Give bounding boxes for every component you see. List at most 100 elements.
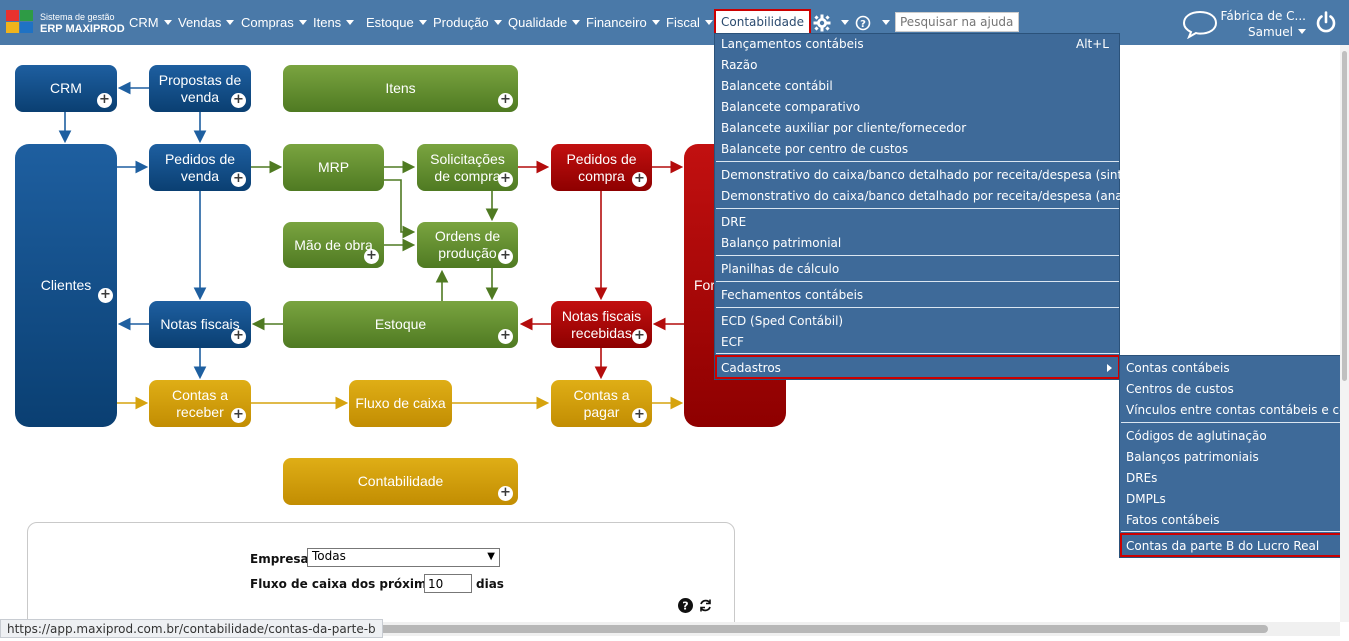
flow-estoque[interactable]: Estoque+ (283, 301, 518, 348)
menu-item-balancete-centro-custos[interactable]: Balancete por centro de custos (721, 142, 909, 156)
add-icon[interactable]: + (364, 249, 379, 264)
help-icon[interactable]: ? (855, 15, 871, 31)
flow-mrp[interactable]: MRP (283, 144, 384, 191)
scrollbar-thumb[interactable] (1342, 51, 1347, 381)
refresh-icon[interactable] (698, 598, 713, 613)
menu-item-balancete-contabil[interactable]: Balancete contábil (721, 79, 833, 93)
add-icon[interactable]: + (498, 249, 513, 264)
empresa-select[interactable]: Todas ▼ (307, 548, 500, 567)
chevron-down-icon[interactable] (882, 20, 890, 25)
flow-mao-de-obra[interactable]: Mão de obra+ (283, 222, 384, 268)
scrollbar-thumb[interactable] (340, 625, 1268, 633)
menu-item-ecd[interactable]: ECD (Sped Contábil) (721, 314, 844, 328)
add-icon[interactable]: + (498, 486, 513, 501)
chevron-down-icon[interactable] (841, 20, 849, 25)
add-icon[interactable]: + (97, 93, 112, 108)
fluxo-label: Fluxo de caixa dos próximos (250, 577, 442, 591)
status-bar-url: https://app.maxiprod.com.br/contabilidad… (0, 619, 383, 638)
menu-item-ecf[interactable]: ECF (721, 335, 744, 349)
add-icon[interactable]: + (632, 172, 647, 187)
add-icon[interactable]: + (498, 172, 513, 187)
nav-producao[interactable]: Produção (433, 15, 502, 30)
flow-itens[interactable]: Itens+ (283, 65, 518, 112)
menu-divider (716, 353, 1119, 354)
add-icon[interactable]: + (231, 172, 246, 187)
menu-divider (716, 307, 1119, 308)
menu-item-planilhas-calculo[interactable]: Planilhas de cálculo (721, 262, 840, 276)
brand-line1: Sistema de gestão (40, 12, 115, 22)
help-icon[interactable]: ? (678, 598, 693, 613)
menu-divider (716, 161, 1119, 162)
flow-crm[interactable]: CRM+ (15, 65, 117, 112)
company-user-block[interactable]: Fábrica de C... Samuel (1210, 8, 1306, 40)
add-icon[interactable]: + (632, 408, 647, 423)
power-icon[interactable] (1314, 10, 1338, 34)
submenu-item-contas-parte-b[interactable]: Contas da parte B do Lucro Real (1120, 533, 1348, 557)
nav-estoque[interactable]: Estoque (366, 15, 427, 30)
chevron-down-icon (704, 20, 713, 25)
chevron-down-icon (346, 20, 355, 25)
nav-compras[interactable]: Compras (241, 15, 307, 30)
add-icon[interactable]: + (632, 329, 647, 344)
fluxo-dias-input[interactable] (424, 574, 472, 593)
add-icon[interactable]: + (231, 408, 246, 423)
add-icon[interactable]: + (498, 329, 513, 344)
gear-icon[interactable] (813, 14, 831, 32)
chevron-down-icon (163, 20, 172, 25)
flow-propostas-venda[interactable]: Propostas de venda+ (149, 65, 251, 112)
flow-contabilidade[interactable]: Contabilidade+ (283, 458, 518, 505)
menu-item-demonstrativo-sintetico[interactable]: Demonstrativo do caixa/banco detalhado p… (721, 168, 1157, 182)
flow-contas-receber[interactable]: Contas a receber+ (149, 380, 251, 427)
menu-item-balancete-comparativo[interactable]: Balancete comparativo (721, 100, 861, 114)
submenu-item-contas-contabeis[interactable]: Contas contábeis (1126, 361, 1230, 375)
empresa-selected-value: Todas (312, 549, 346, 563)
menu-item-lancamentos-contabeis[interactable]: Lançamentos contábeis (721, 37, 864, 51)
submenu-item-contas-parte-b-label: Contas da parte B do Lucro Real (1126, 539, 1320, 553)
nav-crm[interactable]: CRM (129, 15, 172, 30)
chevron-right-icon (1107, 364, 1112, 372)
menu-item-cadastros[interactable]: Cadastros (715, 355, 1120, 379)
submenu-item-balancos-patrimoniais[interactable]: Balanços patrimoniais (1126, 450, 1259, 464)
menu-divider (716, 208, 1119, 209)
submenu-item-dres[interactable]: DREs (1126, 471, 1158, 485)
submenu-item-centros-custos[interactable]: Centros de custos (1126, 382, 1234, 396)
maxiprod-logo[interactable] (6, 10, 34, 34)
menu-item-balancete-auxiliar[interactable]: Balancete auxiliar por cliente/fornecedo… (721, 121, 967, 135)
chat-icon[interactable] (1181, 9, 1219, 39)
add-icon[interactable]: + (498, 93, 513, 108)
dias-label: dias (476, 577, 504, 591)
flow-notas-fiscais[interactable]: Notas fiscais+ (149, 301, 251, 348)
submenu-item-fatos-contabeis[interactable]: Fatos contábeis (1126, 513, 1220, 527)
flow-solicitacoes-compra[interactable]: Solicitações de compra+ (417, 144, 518, 191)
nav-itens[interactable]: Itens (313, 15, 355, 30)
menu-item-razao[interactable]: Razão (721, 58, 758, 72)
flow-fluxo-caixa[interactable]: Fluxo de caixa (349, 380, 452, 427)
brand-line2: ERP MAXIPROD (40, 23, 125, 35)
menu-item-demonstrativo-analitico[interactable]: Demonstrativo do caixa/banco detalhado p… (721, 189, 1156, 203)
add-icon[interactable]: + (231, 93, 246, 108)
flow-pedidos-venda[interactable]: Pedidos de venda+ (149, 144, 251, 191)
nav-vendas[interactable]: Vendas (178, 15, 235, 30)
nav-qualidade[interactable]: Qualidade (508, 15, 581, 30)
submenu-item-vinculos[interactable]: Vínculos entre contas contábeis e centro (1126, 403, 1349, 417)
nav-financeiro[interactable]: Financeiro (586, 15, 660, 30)
vertical-scrollbar[interactable] (1340, 45, 1349, 622)
help-search-input[interactable] (895, 12, 1019, 32)
flow-notas-fiscais-recebidas[interactable]: Notas fiscais recebidas+ (551, 301, 652, 348)
flow-contas-pagar[interactable]: Contas a pagar+ (551, 380, 652, 427)
flow-pedidos-compra[interactable]: Pedidos de compra+ (551, 144, 652, 191)
menu-item-dre[interactable]: DRE (721, 215, 747, 229)
add-icon[interactable]: + (98, 288, 113, 303)
submenu-item-dmpls[interactable]: DMPLs (1126, 492, 1166, 506)
chevron-down-icon (418, 20, 427, 25)
menu-item-fechamentos-contabeis[interactable]: Fechamentos contábeis (721, 288, 864, 302)
add-icon[interactable]: + (231, 329, 246, 344)
user-name: Samuel (1210, 24, 1306, 40)
flow-ordens-producao[interactable]: Ordens de produção+ (417, 222, 518, 268)
menu-item-balanco-patrimonial[interactable]: Balanço patrimonial (721, 236, 842, 250)
flow-clientes[interactable]: Clientes+ (15, 144, 117, 427)
chevron-down-icon (572, 20, 581, 25)
nav-fiscal[interactable]: Fiscal (666, 15, 713, 30)
submenu-item-codigos-aglutinacao[interactable]: Códigos de aglutinação (1126, 429, 1267, 443)
